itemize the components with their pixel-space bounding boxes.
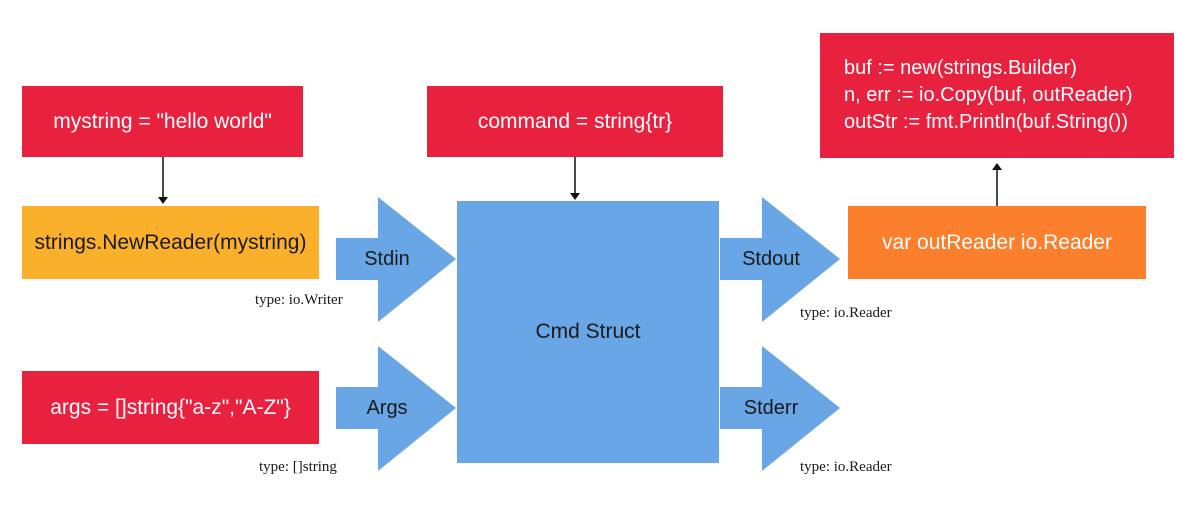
stdin-label: Stdin [364, 248, 410, 270]
stdin-arrow: Stdin [336, 197, 456, 322]
new-reader-box: strings.NewReader(mystring) [22, 206, 319, 279]
cmd-struct-box: Cmd Struct [457, 201, 719, 463]
code-line-1: buf := new(strings.Builder) [844, 57, 1077, 79]
mystring-box: mystring = "hello world" [22, 86, 303, 157]
code-line-2: n, err := io.Copy(buf, outReader) [844, 84, 1133, 106]
args-label: Args [366, 397, 408, 419]
args-type: type: []string [259, 459, 337, 475]
stderr-type: type: io.Reader [800, 459, 892, 475]
out-reader-box: var outReader io.Reader [848, 206, 1146, 279]
stdout-arrow: Stdout [720, 197, 840, 322]
stderr-arrow: Stderr [720, 346, 840, 471]
code-line-3: outStr := fmt.Println(buf.String()) [844, 111, 1128, 133]
stdin-arrow-shape [336, 197, 456, 322]
stdin-type: type: io.Writer [255, 292, 343, 308]
command-box: command = string{tr} [427, 86, 723, 157]
new-reader-text: strings.NewReader(mystring) [34, 230, 307, 254]
command-text: command = string{tr} [477, 109, 673, 133]
args-text: args = []string{"a-z","A-Z"} [50, 395, 291, 419]
stdout-type: type: io.Reader [800, 305, 892, 321]
mystring-text: mystring = "hello world" [53, 109, 272, 133]
stdout-arrow-shape [720, 197, 840, 322]
connector-command-to-cmd [570, 157, 580, 200]
args-box: args = []string{"a-z","A-Z"} [22, 371, 319, 444]
stdout-label: Stdout [742, 248, 800, 270]
stderr-arrow-shape [720, 346, 840, 471]
stderr-label: Stderr [743, 397, 799, 419]
out-reader-text: var outReader io.Reader [882, 230, 1112, 254]
args-arrow-shape [336, 346, 456, 471]
cmd-struct-text: Cmd Struct [535, 320, 641, 343]
connector-reader-to-code [992, 163, 1002, 206]
code-box: buf := new(strings.Builder) n, err := io… [820, 33, 1174, 158]
args-arrow: Args [336, 346, 456, 471]
connector-mystring-to-reader [158, 157, 168, 204]
